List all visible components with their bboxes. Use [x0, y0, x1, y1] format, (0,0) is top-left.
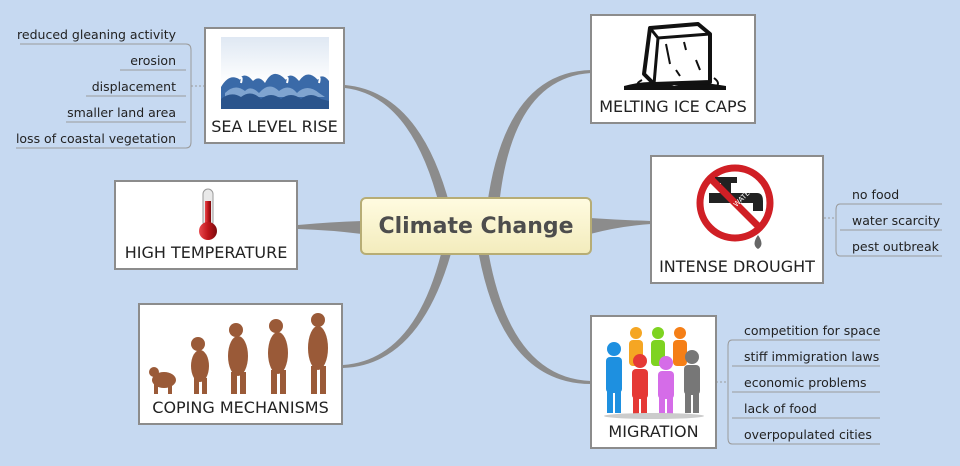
no-water-sign-icon: SAVE WATER: [696, 164, 774, 249]
list-item[interactable]: loss of coastal vegetation: [15, 131, 176, 146]
thermometer-icon: [199, 188, 217, 240]
branch-coping-mechanisms: [343, 250, 452, 368]
list-item[interactable]: lack of food: [744, 401, 817, 416]
list-item[interactable]: no food: [852, 187, 900, 202]
topic-label: MIGRATION: [608, 422, 699, 441]
leaf-bracket: [835, 203, 841, 257]
central-topic[interactable]: Climate Change: [360, 197, 592, 255]
topic-label: INTENSE DROUGHT: [659, 257, 815, 276]
topic-melting-ice-caps[interactable]: MELTING ICE CAPS: [590, 14, 756, 124]
list-item[interactable]: smaller land area: [67, 105, 176, 120]
evolution-icon: [149, 313, 328, 394]
branch-melting-ice-caps: [487, 70, 591, 206]
list-item[interactable]: water scarcity: [852, 213, 941, 228]
people-group-icon: [604, 327, 704, 419]
topic-label: SEA LEVEL RISE: [211, 117, 338, 136]
list-item[interactable]: displacement: [91, 79, 176, 94]
topic-label: COPING MECHANISMS: [152, 398, 329, 417]
branch-high-temperature: [298, 221, 362, 234]
topic-intense-drought[interactable]: SAVE WATER INTENSE DROUGHT: [650, 155, 824, 284]
list-item[interactable]: overpopulated cities: [744, 427, 872, 442]
ice-cube-icon: [624, 22, 726, 90]
list-item[interactable]: stiff immigration laws: [744, 349, 880, 364]
waves-icon: [221, 37, 329, 109]
leaf-bracket: [185, 43, 192, 149]
topic-migration[interactable]: MIGRATION: [590, 315, 717, 449]
topic-coping-mechanisms[interactable]: COPING MECHANISMS: [138, 303, 343, 425]
leaf-bracket: [727, 339, 733, 445]
topic-sea-level-rise[interactable]: SEA LEVEL RISE: [204, 27, 345, 144]
branch-sea-level-rise: [345, 85, 450, 208]
branch-intense-drought: [590, 218, 651, 234]
topic-label: MELTING ICE CAPS: [599, 97, 747, 116]
list-item[interactable]: pest outbreak: [852, 239, 939, 254]
list-item[interactable]: competition for space: [744, 323, 881, 338]
topic-high-temperature[interactable]: HIGH TEMPERATURE: [114, 180, 298, 270]
list-item[interactable]: erosion: [130, 53, 176, 68]
central-topic-label: Climate Change: [378, 213, 574, 239]
branch-migration: [478, 250, 591, 384]
list-item[interactable]: reduced gleaning activity: [17, 27, 176, 42]
list-item[interactable]: economic problems: [744, 375, 867, 390]
topic-label: HIGH TEMPERATURE: [124, 243, 288, 262]
